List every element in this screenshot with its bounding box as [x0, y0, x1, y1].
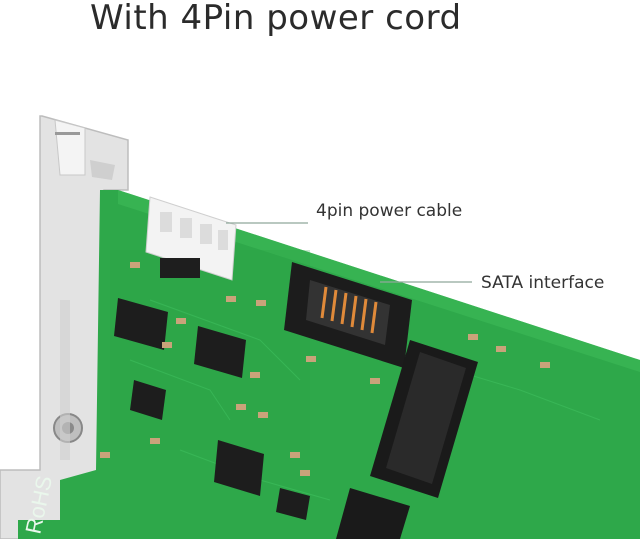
ic-chips	[114, 298, 310, 520]
page-title: With 4Pin power cord	[90, 0, 462, 38]
smd-components	[100, 262, 550, 476]
m2-slot-2	[336, 488, 410, 539]
leader-lines	[226, 222, 472, 283]
4pin-power-connector	[145, 196, 237, 281]
callout-power-cable: 4pin power cable	[316, 201, 463, 221]
m2-slot-1	[370, 340, 478, 498]
sata-connector	[284, 262, 412, 368]
callout-sata-interface: SATA interface	[481, 273, 605, 293]
metal-bracket	[0, 115, 129, 539]
